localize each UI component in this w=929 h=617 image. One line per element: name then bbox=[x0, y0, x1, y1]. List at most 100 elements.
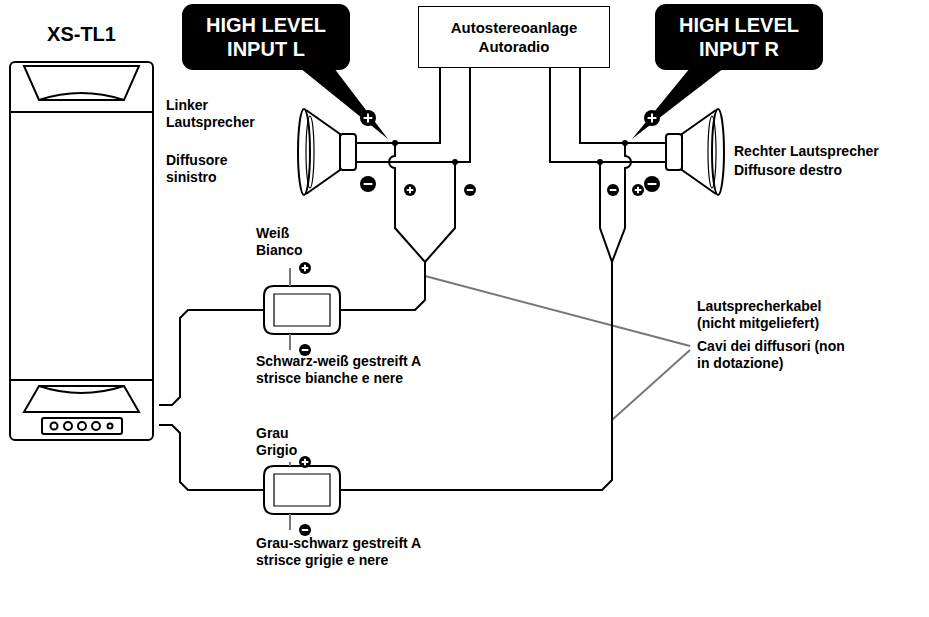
symbol-disc bbox=[632, 184, 644, 196]
subwoofer-unit-part bbox=[78, 422, 86, 430]
symbol-sign bbox=[302, 529, 309, 531]
speaker-wire bbox=[376, 68, 440, 143]
speaker-wire bbox=[340, 143, 650, 490]
plus-symbol bbox=[299, 262, 311, 274]
subwoofer-unit-part bbox=[10, 111, 153, 113]
input-callout: HIGH LEVEL INPUT R bbox=[655, 4, 823, 70]
symbol-disc bbox=[607, 184, 619, 196]
subwoofer-unit-part bbox=[108, 424, 113, 429]
symbol-sign bbox=[302, 459, 309, 466]
symbol-disc bbox=[360, 110, 376, 126]
leader-lines bbox=[425, 276, 690, 420]
subwoofer-unit bbox=[10, 62, 153, 440]
node-text: Linker Lautsprecher bbox=[166, 97, 276, 131]
speaker-wires-part bbox=[256, 310, 264, 490]
node-text: Grau Grigio bbox=[256, 425, 316, 459]
left-speaker-part bbox=[340, 134, 356, 170]
leader-lines-part bbox=[612, 350, 690, 420]
right-speaker-part bbox=[708, 116, 716, 188]
symbol-sign bbox=[364, 183, 373, 185]
symbol-sign bbox=[610, 189, 617, 191]
subwoofer-unit-part bbox=[24, 66, 139, 100]
node-text: Diffusore destro bbox=[734, 162, 842, 179]
callout-tails-part bbox=[300, 68, 388, 139]
speaker-wire bbox=[580, 68, 650, 143]
cable-note: Cavi dei diffusori (non in dotazione) bbox=[697, 338, 847, 372]
symbol-sign bbox=[648, 183, 657, 185]
plug-node: Grau GrigioGrau-schwarz gestreift A stri… bbox=[256, 425, 445, 575]
symbol-disc bbox=[464, 184, 476, 196]
node-text: Weiß Bianco bbox=[256, 225, 316, 259]
callout-tails-part bbox=[632, 68, 724, 139]
connector-leads-part bbox=[289, 268, 291, 350]
plug-node: Weiß BiancoSchwarz-weiß gestreift A stri… bbox=[256, 225, 445, 395]
subwoofer-unit-part bbox=[51, 423, 58, 430]
symbol-disc bbox=[404, 184, 416, 196]
plug-connectors-part bbox=[264, 286, 340, 334]
minus-symbol bbox=[644, 176, 660, 192]
speaker-wires-part bbox=[425, 162, 455, 262]
speaker-wires-part bbox=[376, 68, 470, 162]
symbol-sign bbox=[635, 187, 642, 194]
junction-dots-part bbox=[452, 159, 458, 165]
symbol-disc bbox=[644, 176, 660, 192]
subwoofer-unit-part bbox=[39, 93, 124, 100]
polarity-symbols bbox=[299, 110, 660, 536]
cable-note: Lautsprecherkabel (nicht mitgeliefert) bbox=[697, 298, 847, 332]
subwoofer-unit-part bbox=[64, 422, 72, 430]
right-speaker-part bbox=[682, 110, 716, 194]
symbol-disc bbox=[299, 456, 311, 468]
node-text: Grau-schwarz gestreift A strisce grigie … bbox=[256, 535, 441, 569]
plus-symbol bbox=[299, 456, 311, 468]
speaker-node: Rechter LautsprecherDiffusore destro bbox=[650, 97, 890, 197]
subwoofer-unit-part bbox=[39, 386, 124, 393]
left-speaker bbox=[298, 109, 376, 195]
subwoofer-unit-part bbox=[42, 418, 122, 434]
subwoofer-unit-part bbox=[92, 422, 100, 430]
right-speaker bbox=[650, 109, 724, 195]
right-speaker-part bbox=[650, 143, 666, 162]
head-unit-box: Autostereoanlage Autoradio bbox=[418, 6, 610, 68]
symbol-disc bbox=[644, 110, 660, 126]
left-speaker-part bbox=[306, 116, 314, 188]
symbol-sign bbox=[364, 114, 373, 123]
symbol-sign bbox=[467, 189, 474, 191]
speaker-wires-part bbox=[600, 162, 612, 262]
symbol-sign bbox=[302, 349, 309, 351]
symbol-sign bbox=[648, 114, 657, 123]
symbol-disc bbox=[360, 176, 376, 192]
plus-symbol bbox=[404, 184, 416, 196]
plug-connectors-part bbox=[274, 294, 330, 326]
subwoofer-node: XS-TL1 bbox=[8, 22, 159, 442]
connector-leads-part bbox=[289, 462, 291, 530]
subwoofer-unit-part bbox=[24, 386, 139, 412]
plug-connectors-part bbox=[264, 466, 340, 514]
minus-symbol bbox=[360, 176, 376, 192]
plug-connectors bbox=[264, 286, 340, 514]
speaker-wires bbox=[256, 68, 650, 490]
input-callout: HIGH LEVEL INPUT L bbox=[182, 4, 350, 70]
plus-symbol bbox=[632, 184, 644, 196]
node-text: Autostereoanlage Autoradio bbox=[429, 18, 599, 56]
right-speaker-part bbox=[666, 134, 682, 170]
plus-symbol bbox=[360, 110, 376, 126]
minus-symbol bbox=[299, 524, 311, 536]
left-speaker-part bbox=[306, 110, 340, 194]
symbol-sign bbox=[407, 187, 414, 194]
connector-leads bbox=[289, 268, 291, 530]
symbol-sign bbox=[302, 265, 309, 272]
leader-lines-part bbox=[425, 276, 690, 346]
symbol-disc bbox=[299, 262, 311, 274]
plug-connectors-part bbox=[274, 474, 330, 506]
subwoofer-unit-part bbox=[10, 62, 153, 440]
node-text: XS-TL1 bbox=[8, 22, 155, 46]
node-text: Diffusore sinistro bbox=[166, 152, 276, 186]
node-text: HIGH LEVEL INPUT R bbox=[665, 13, 813, 61]
minus-symbol bbox=[607, 184, 619, 196]
junction-dots-part bbox=[597, 159, 603, 165]
callout-tails bbox=[300, 68, 724, 139]
speaker-node: Linker LautsprecherDiffusore sinistro bbox=[166, 97, 376, 197]
left-speaker-part bbox=[356, 143, 376, 162]
